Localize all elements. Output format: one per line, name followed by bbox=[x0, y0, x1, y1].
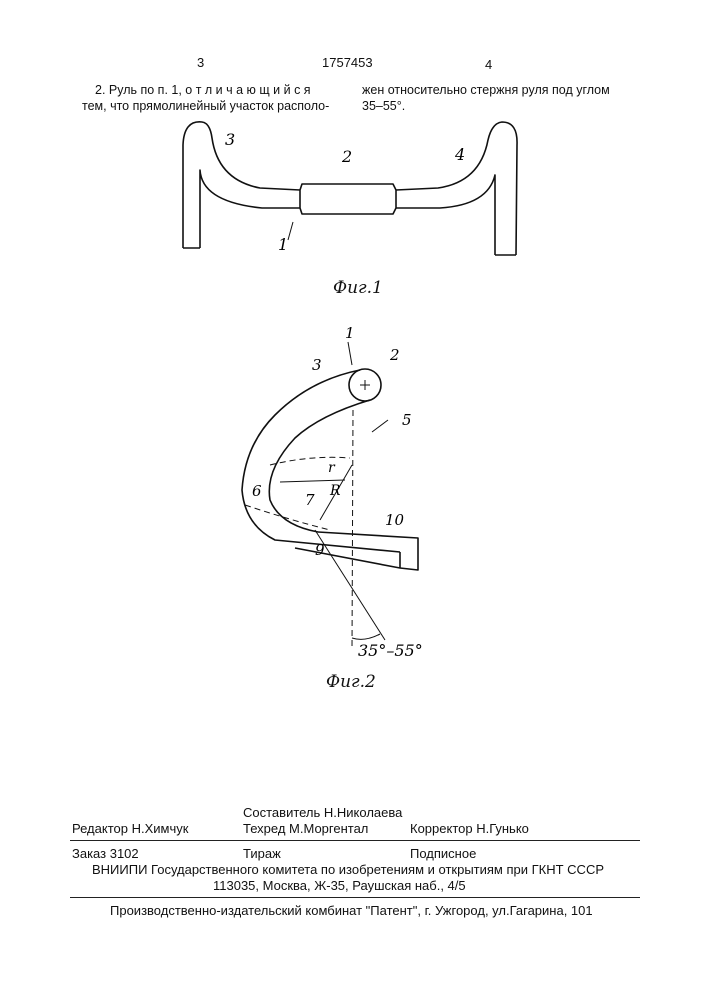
figure-2-caption: Фиг.2 bbox=[326, 672, 376, 692]
imprint-address: 113035, Москва, Ж-35, Раушская наб., 4/5 bbox=[213, 878, 466, 893]
fig2-label-1: 1 bbox=[345, 324, 355, 342]
imprint-subscription: Подписное bbox=[410, 846, 476, 861]
imprint-publisher: Производственно-издательский комбинат "П… bbox=[110, 903, 593, 918]
patent-number: 1757453 bbox=[322, 55, 373, 70]
drop-inner-curve bbox=[269, 400, 370, 532]
fig2-label-9: 9 bbox=[315, 541, 325, 559]
figure-2-drawing: 1 2 3 5 6 7 9 10 r R 35°–55° bbox=[200, 320, 460, 660]
imprint-divider-2 bbox=[70, 897, 640, 898]
imprint-divider-1 bbox=[70, 840, 640, 841]
imprint-vniipi: ВНИИПИ Государственного комитета по изоб… bbox=[92, 862, 604, 877]
fig2-angle-label: 35°–55° bbox=[358, 641, 423, 660]
fig2-label-10: 10 bbox=[385, 511, 405, 529]
center-sleeve bbox=[300, 184, 396, 214]
fig2-label-7: 7 bbox=[305, 491, 315, 509]
imprint-editor: Редактор Н.Химчук bbox=[72, 821, 188, 836]
imprint-circulation: Тираж bbox=[243, 846, 281, 861]
left-page-number: 3 bbox=[197, 55, 204, 70]
right-page-number: 4 bbox=[485, 57, 492, 72]
fig2-label-2: 2 bbox=[389, 346, 400, 364]
claim-left-line-1: 2. Руль по п. 1, о т л и ч а ю щ и й с я bbox=[95, 82, 311, 98]
fig2-label-6: 6 bbox=[252, 482, 262, 500]
imprint-compiler: Составитель Н.Николаева bbox=[243, 805, 402, 820]
fig2-label-r: r bbox=[328, 460, 336, 476]
imprint-techred: Техред М.Моргентал bbox=[243, 821, 368, 836]
claim-right-line-1: жен относительно стержня руля под углом bbox=[362, 82, 610, 98]
figure-1-drawing: 3 2 4 1 bbox=[150, 110, 550, 290]
fig1-label-2: 2 bbox=[341, 147, 352, 166]
fig2-label-5: 5 bbox=[402, 411, 412, 429]
imprint-order: Заказ 3102 bbox=[72, 846, 139, 861]
fig1-label-1: 1 bbox=[278, 235, 288, 254]
right-drop-outer bbox=[396, 122, 517, 255]
fig2-label-3: 3 bbox=[312, 356, 322, 374]
imprint-corrector: Корректор Н.Гунько bbox=[410, 821, 529, 836]
fig2-label-R: R bbox=[329, 483, 341, 499]
fig1-label-3: 3 bbox=[225, 130, 235, 149]
fig1-label-4: 4 bbox=[454, 145, 465, 164]
figure-1-caption: Фиг.1 bbox=[333, 278, 383, 298]
